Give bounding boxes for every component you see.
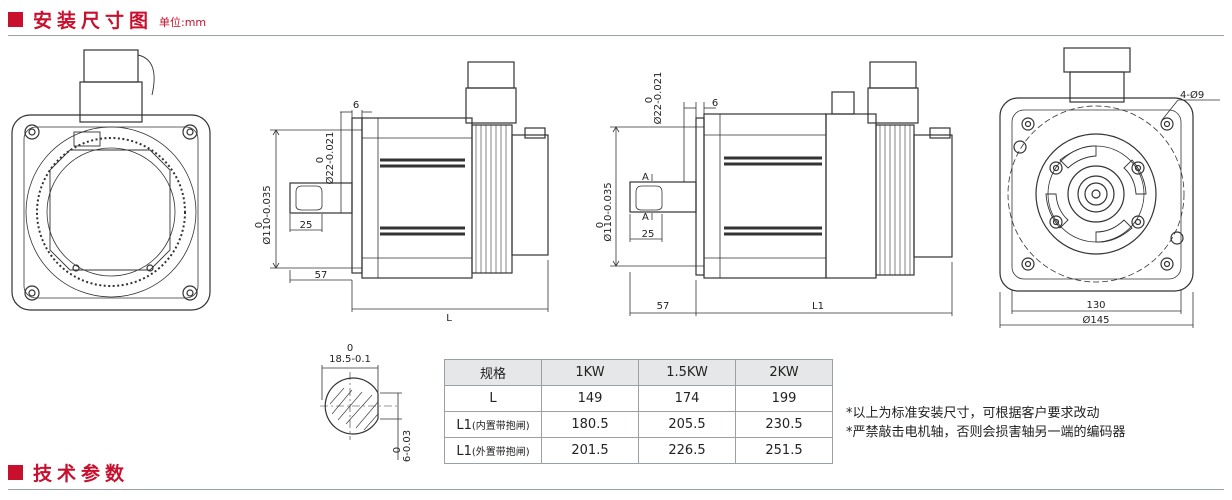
install-section-title: 安装尺寸图 [33,9,154,32]
table-row: L1(内置带抱闸) 180.5 205.5 230.5 [444,411,833,438]
table-cell: 199 [735,385,833,412]
dim-6-label: 6 [353,100,359,111]
dim-25-label: 25 [300,220,313,231]
flange-tol-label: 0 [254,222,265,228]
table-row: L 149 174 199 [444,385,833,412]
tech-section-header: 技术参数 [8,460,130,485]
table-cell: 226.5 [638,437,736,464]
section-a-top: A [642,172,649,183]
brake-view-dims [610,102,953,316]
holes-label: 4-Ø9 [1180,89,1204,101]
side-view-dims [270,110,549,312]
row-label: L1(内置带抱闸) [444,411,542,438]
dim-57-label-2: 57 [657,301,670,312]
section-divider [8,489,1224,490]
motor-front-view [11,49,211,311]
unit-label: 单位:mm [159,15,207,29]
table-cell: 174 [638,385,736,412]
dim-6-label-2: 6 [712,98,718,109]
table-cell: 149 [541,385,639,412]
spec-header-cell: 1KW [541,359,639,386]
tech-section-title: 技术参数 [33,462,130,485]
dim-145-label: Ø145 [1083,314,1110,326]
spec-header-cell: 规格 [444,359,542,386]
key-width-tol-label: 0 [347,343,353,354]
key-depth-tol-label: 0 [392,447,403,453]
section-bullet-icon [8,11,23,27]
shaft-section-view [320,365,402,460]
key-width-label: 18.5-0.1 [329,354,371,365]
shaft-dia-label-2: Ø22-0.021 [652,72,664,125]
motor-side-view-brake [629,61,953,279]
flange-dia-label-2: Ø110-0.035 [602,182,614,241]
motor-rear-view [999,47,1194,292]
install-section-header: 安装尺寸图 单位:mm [8,7,207,32]
note-line: *以上为标准安装尺寸，可根据客户要求改动 [846,406,1100,421]
spec-table: 规格 1KW 1.5KW 2KW L 149 174 199 L1(内置带抱闸)… [444,359,833,464]
table-cell: 201.5 [541,437,639,464]
motor-side-view [289,61,549,279]
section-bullet-icon [8,464,23,480]
dim-L1-label: L1 [812,301,824,312]
dim-L-label: L [446,313,452,324]
table-cell: 205.5 [638,411,736,438]
table-cell: 230.5 [735,411,833,438]
rear-view-dims [999,99,1220,328]
dim-57-label: 57 [315,270,328,281]
spec-header-cell: 1.5KW [638,359,736,386]
section-divider [8,35,1224,36]
table-row: L1(外置带抱闸) 201.5 226.5 251.5 [444,437,833,464]
key-depth-label: 6-0.03 [402,430,413,462]
flange-dia-label: Ø110-0.035 [261,185,273,244]
shaft-tol-label-2: 0 [644,97,655,103]
table-cell: 251.5 [735,437,833,464]
dim-130-label: 130 [1086,300,1105,311]
shaft-dia-label: Ø22-0.021 [324,132,336,185]
section-a-bottom: A [642,212,649,223]
shaft-tol-label: 0 [315,157,326,163]
spec-header-cell: 2KW [735,359,833,386]
row-label: L1(外置带抱闸) [444,437,542,464]
table-cell: 180.5 [541,411,639,438]
flange-tol-label-2: 0 [595,222,606,228]
spec-table-header: 规格 1KW 1.5KW 2KW [444,359,833,386]
dim-25-label-2: 25 [642,229,655,240]
note-line: *严禁敲击电机轴，否则会损害轴另一端的编码器 [846,425,1126,440]
row-label: L [444,385,542,412]
